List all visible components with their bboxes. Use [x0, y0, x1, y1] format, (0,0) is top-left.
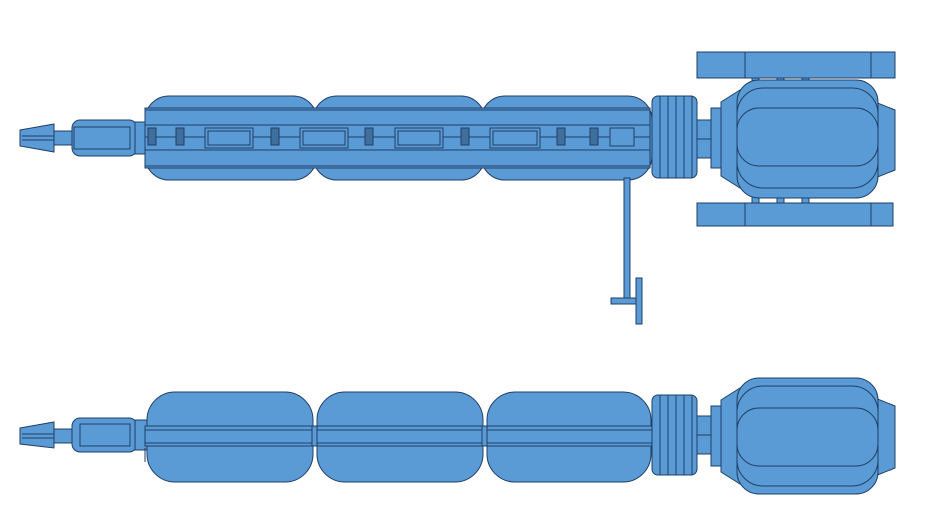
solar-panel-lower: [696, 195, 894, 227]
nose-cone: [19, 123, 75, 153]
ring-section: [651, 95, 698, 179]
ring-section-side: [651, 394, 698, 476]
habitat-module-side: [696, 377, 896, 495]
side-view: [19, 377, 896, 495]
propellant-tanks-side: [144, 391, 653, 483]
truss: [144, 107, 651, 169]
docking-pod-side: [71, 417, 148, 453]
robotic-arm: [610, 177, 643, 325]
top-view: [19, 51, 896, 325]
nose-cone-side: [19, 421, 75, 449]
habitat-module: [696, 79, 896, 199]
docking-pod: [71, 119, 148, 157]
solar-panel-upper: [696, 51, 896, 83]
